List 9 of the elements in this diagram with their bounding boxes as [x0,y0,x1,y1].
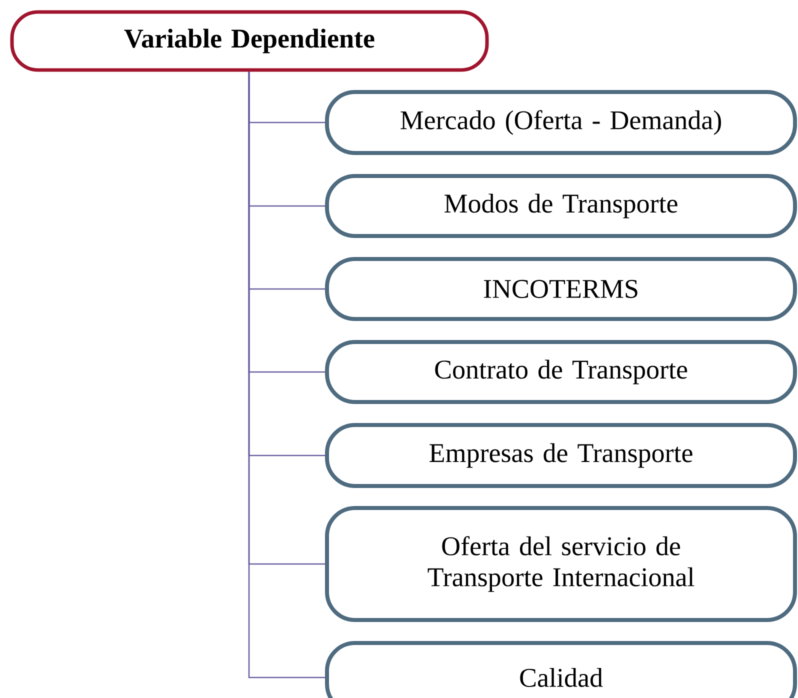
heading-box: Variable Dependiente [10,10,489,72]
rounded-box: INCOTERMS [325,257,797,321]
rounded-box: Mercado (Oferta - Demanda) [325,90,797,155]
rounded-box: Modos de Transporte [325,174,797,238]
rounded-box: Calidad [325,641,797,698]
rounded-box: Empresas de Transporte [325,423,797,488]
rounded-box: Oferta del servicio de Transporte Internacional [325,506,797,622]
connector-line [248,72,325,678]
rounded-box: Contrato de Transporte [325,340,797,404]
